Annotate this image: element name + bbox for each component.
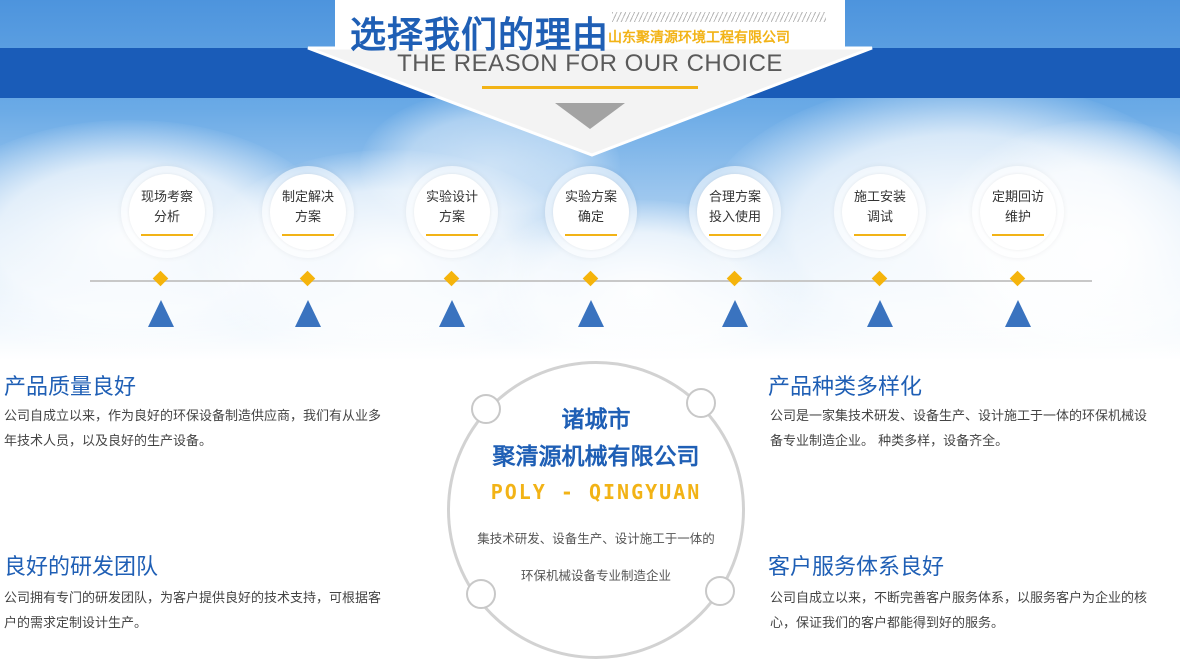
process-step: 制定解决 方案: [262, 166, 354, 258]
process-step: 实验方案 确定: [545, 166, 637, 258]
center-description: 集技术研发、设备生产、设计施工于一体的: [477, 531, 715, 546]
section-subtitle: THE REASON FOR OUR CHOICE: [397, 50, 783, 77]
title-underline: [482, 86, 698, 89]
process-step: 合理方案 投入使用: [689, 166, 781, 258]
step-label: 定期回访: [991, 190, 1044, 205]
step-label: 实验方案: [564, 190, 617, 205]
step-underline: [426, 234, 478, 236]
title-dots-decoration: [612, 12, 826, 22]
triangle-up-icon: [148, 300, 174, 327]
step-underline: [992, 234, 1044, 236]
arrow-down-icon: [555, 103, 625, 129]
triangle-up-icon: [578, 300, 604, 327]
triangle-up-icon: [1005, 300, 1031, 327]
section-header: 选择我们的理由 山东聚清源环境工程有限公司 THE REASON FOR OUR…: [0, 0, 1180, 170]
triangle-up-icon: [295, 300, 321, 327]
header-chevron: [307, 0, 873, 157]
step-label: 合理方案: [708, 190, 761, 205]
feature-desc-quality: 公司自成立以来，作为良好的环保设备制造供应商，我们有从业多 年技术人员，以及良好…: [4, 409, 382, 449]
feature-desc-rnd: 公司拥有专门的研发团队，为客户提供良好的技术支持，可根据客 户的需求定制设计生产…: [4, 591, 382, 631]
step-label: 调试: [866, 210, 893, 225]
feature-title-rnd: 良好的研发团队: [4, 555, 159, 580]
ring-decoration: [705, 576, 735, 606]
center-description: 环保机械设备专业制造企业: [520, 568, 671, 583]
ring-decoration: [466, 579, 496, 609]
process-step: 现场考察 分析: [121, 166, 213, 258]
feature-title-quality: 产品质量良好: [4, 375, 137, 400]
center-company-name: 聚清源机械有限公司: [492, 444, 700, 470]
step-label: 确定: [577, 210, 604, 225]
hero-banner: 选择我们的理由 山东聚清源环境工程有限公司 THE REASON FOR OUR…: [0, 0, 1180, 360]
step-underline: [709, 234, 761, 236]
process-step: 实验设计 方案: [406, 166, 498, 258]
step-underline: [565, 234, 617, 236]
process-step: 施工安装 调试: [834, 166, 926, 258]
step-label: 分析: [153, 210, 180, 225]
step-label: 投入使用: [708, 210, 761, 225]
process-step: 定期回访 维护: [972, 166, 1064, 258]
center-city: 诸城市: [561, 407, 631, 433]
company-tagline: 山东聚清源环境工程有限公司: [608, 30, 790, 46]
ring-decoration: [471, 394, 501, 424]
section-title: 选择我们的理由: [350, 15, 610, 56]
triangle-up-icon: [867, 300, 893, 327]
feature-title-variety: 产品种类多样化: [768, 375, 923, 400]
center-english-name: POLY - QINGYUAN: [490, 480, 702, 504]
ring-decoration: [686, 388, 716, 418]
step-label: 现场考察: [140, 190, 193, 205]
step-underline: [854, 234, 906, 236]
triangle-up-icon: [439, 300, 465, 327]
feature-desc-service: 公司自成立以来，不断完善客户服务体系，以服务客户为企业的核 心，保证我们的客户都…: [770, 591, 1148, 631]
step-underline: [141, 234, 193, 236]
step-label: 实验设计: [425, 190, 478, 205]
feature-title-service: 客户服务体系良好: [768, 555, 945, 580]
step-underline: [282, 234, 334, 236]
step-label: 施工安装: [853, 190, 906, 205]
feature-desc-variety: 公司是一家集技术研发、设备生产、设计施工于一体的环保机械设 备专业制造企业。 种…: [770, 409, 1148, 449]
step-label: 方案: [294, 210, 321, 225]
step-label: 维护: [1004, 210, 1031, 225]
triangle-up-icon: [722, 300, 748, 327]
step-label: 方案: [438, 210, 465, 225]
step-label: 制定解决: [281, 190, 334, 205]
